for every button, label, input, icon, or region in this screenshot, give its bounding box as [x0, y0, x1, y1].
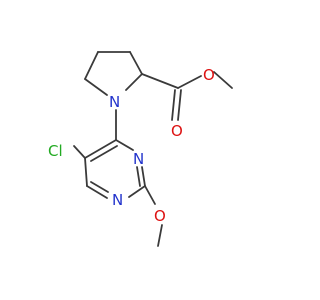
bond-c2-carbonyl	[141, 73, 179, 89]
bond-c4-n3	[115, 139, 134, 151]
bond-c5-c4	[84, 139, 117, 159]
bond-n3-c2	[141, 166, 146, 187]
bond-c5-n1	[84, 78, 108, 96]
bond-carbonyl-o-double-b	[177, 89, 182, 121]
pyrimidine-nitrogen-lower-label: N	[112, 191, 123, 209]
bond-n1-c2	[125, 73, 143, 91]
bond-c5-cl	[73, 145, 86, 159]
bond-n1-c6	[86, 185, 108, 199]
bond-carbonyl-o-double-a	[171, 89, 176, 121]
pyrimidine-nitrogen-upper-label: N	[133, 150, 144, 168]
structure-diagram: N N N Cl O O O	[48, 51, 233, 247]
bond-c2-methoxy-o	[144, 185, 156, 205]
bond-c5-c4-double	[90, 145, 118, 162]
ester-oxygen-label: O	[203, 66, 215, 84]
bond-methoxy-o-methyl	[157, 224, 163, 247]
bond-c4-c5	[84, 51, 99, 80]
bond-c6-c5	[84, 157, 88, 187]
bond-carbonyl-ester-o	[177, 75, 202, 89]
bond-n1-c6-double	[90, 181, 109, 193]
bond-ester-o-methyl	[213, 71, 233, 89]
bond-c2-c3	[129, 51, 143, 75]
bond-n3-c2-double	[136, 166, 141, 187]
bonds	[73, 51, 233, 247]
methoxy-oxygen-label: O	[154, 207, 166, 225]
pyrrolidine-nitrogen-label: N	[109, 93, 120, 111]
bond-c2-n1	[128, 185, 146, 198]
atom-labels: N N N Cl O O O	[48, 66, 215, 225]
molecule-drawing: N N N Cl O O O	[48, 51, 233, 247]
carbonyl-oxygen-label: O	[171, 122, 183, 140]
chlorine-label: Cl	[48, 142, 63, 160]
